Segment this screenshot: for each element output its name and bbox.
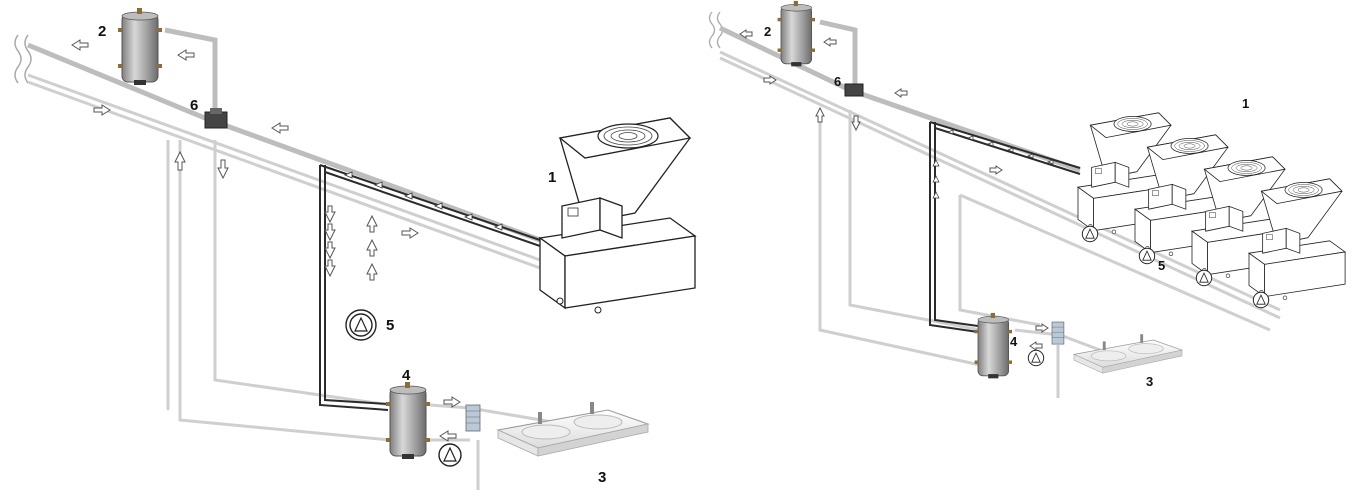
three-way-valve-icon (204, 108, 228, 129)
label-valve: 6 (190, 97, 198, 114)
flow-arrow-icon (71, 39, 89, 51)
tank-riser-pipe (164, 27, 218, 112)
label-valve: 6 (834, 74, 841, 89)
pump-icon (1138, 247, 1156, 265)
flow-arrow-icon (1029, 341, 1043, 351)
supply-pipe (718, 25, 1081, 173)
pump-icon (1081, 225, 1099, 243)
flow-arrow-icon (324, 223, 336, 242)
flow-arrow-icon (894, 88, 908, 98)
flow-arrow-icon (739, 29, 753, 39)
label-chiller: 1 (1242, 96, 1249, 111)
pump-icon (1252, 291, 1270, 309)
label-dhw-tank: 4 (402, 367, 411, 384)
three-way-valve-icon (844, 83, 864, 97)
washbasin (1073, 333, 1183, 374)
recovery-pipe (934, 127, 1081, 175)
flow-arrow-icon (177, 49, 195, 61)
chiller-branch-pipe (959, 193, 1271, 332)
flow-arrow-icon (366, 238, 378, 257)
flow-arrow-icon (324, 241, 336, 260)
flow-arrow-icon (989, 165, 1003, 175)
pipe-break-mark (708, 11, 716, 49)
recovery-pipe (319, 165, 389, 411)
pump-icon (1195, 269, 1213, 287)
return-pipe (719, 56, 1281, 320)
chiller-unit (539, 117, 696, 314)
return-pipe (27, 80, 541, 270)
chiller-branch-pipe (958, 195, 1041, 327)
flow-arrow-icon (823, 37, 837, 47)
downcomer-pipe (178, 140, 391, 442)
tank-riser-pipe (819, 19, 858, 88)
flow-arrow-icon (401, 227, 419, 239)
diagram-right: 2 6 1 5 4 3 (708, 0, 1346, 398)
flow-arrow-icon (1035, 323, 1049, 333)
flow-arrow-icon (174, 150, 186, 171)
dhw-pump-icon (438, 443, 462, 467)
flow-arrow-icon (851, 115, 861, 132)
label-buffer-tank: 2 (98, 23, 106, 40)
dhw-pump-icon (1027, 349, 1045, 367)
label-washbasin: 3 (598, 469, 606, 486)
label-dhw-tank: 4 (1010, 334, 1018, 349)
downcomer-pipe (818, 110, 981, 367)
downcomer-pipe (213, 140, 391, 407)
chiller-unit (1248, 178, 1346, 301)
label-pump: 5 (1158, 258, 1165, 273)
flow-arrow-icon (271, 122, 289, 134)
heat-exchanger (1051, 321, 1065, 345)
pump-icon (349, 313, 373, 337)
flow-arrow-icon (439, 430, 457, 442)
label-washbasin: 3 (1146, 374, 1153, 389)
heat-exchanger (465, 404, 481, 432)
flow-arrow-icon (366, 214, 378, 233)
supply-pipe (27, 42, 541, 243)
recovery-pipe (934, 122, 979, 327)
chiller-array (1077, 112, 1346, 301)
label-buffer-tank: 2 (764, 24, 771, 39)
dhw-tank (385, 381, 431, 460)
return-pipe (27, 73, 541, 262)
diagram-left: 2 6 1 5 4 3 (14, 7, 696, 490)
label-chiller: 1 (548, 169, 556, 186)
downcomer-pipe (848, 110, 981, 332)
flow-arrow-icon (815, 106, 825, 123)
flow-arrow-icon (93, 104, 111, 116)
pipe-break-mark (24, 34, 32, 84)
flow-arrow-icon (366, 262, 378, 281)
flow-arrow-icon (217, 159, 229, 180)
dhw-tank (974, 312, 1013, 379)
recovery-pipe (319, 164, 541, 241)
flow-arrow-icon (443, 396, 461, 408)
label-pump: 5 (386, 317, 394, 334)
buffer-tank (777, 0, 816, 67)
recovery-pipe (929, 122, 979, 333)
recovery-pipe (324, 165, 389, 405)
recovery-arrows (932, 129, 1054, 199)
return-pipe (719, 50, 1281, 312)
pipe-break-mark (14, 34, 22, 84)
recovery-pipe (324, 171, 541, 247)
recovery-pipe (929, 121, 1081, 169)
flow-arrow-icon (324, 259, 336, 278)
washbasin (497, 401, 649, 457)
buffer-tank (117, 7, 163, 86)
flow-arrow-icon (763, 75, 777, 85)
flow-arrow-icon (324, 205, 336, 224)
recovery-arrows (343, 171, 503, 231)
